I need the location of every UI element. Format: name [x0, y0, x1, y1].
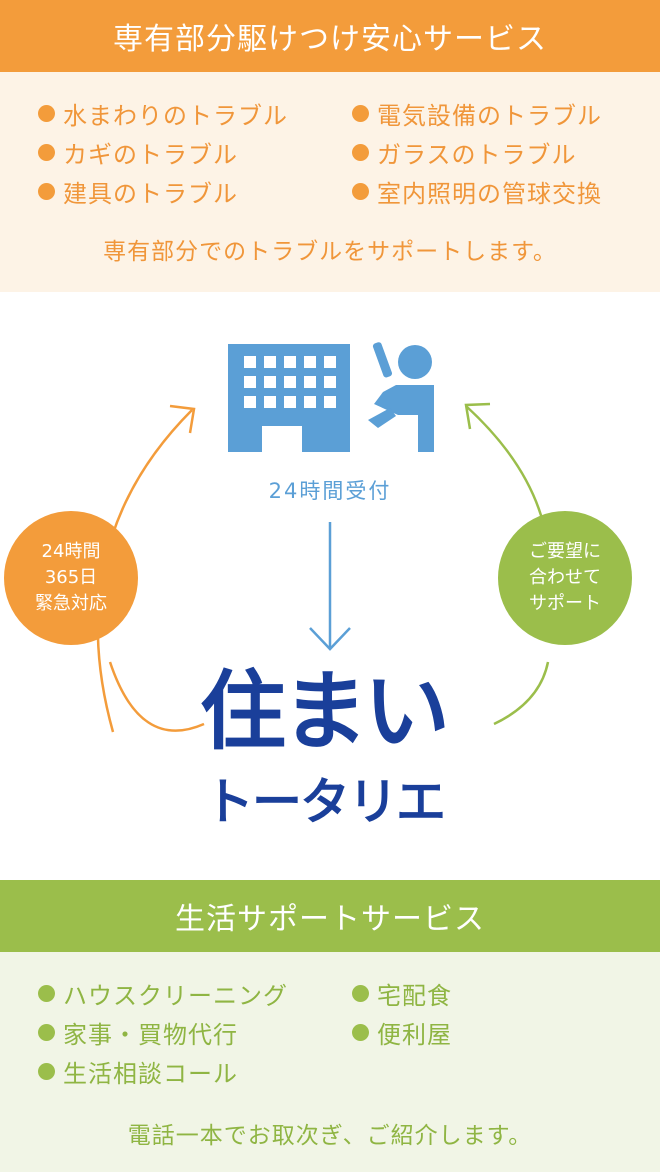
bottom-section-panel: ハウスクリーニング 家事・買物代行 生活相談コール 宅配食 便利屋 電話一本でお… [0, 952, 660, 1172]
list-item: 建具のトラブル [38, 172, 288, 211]
bottom-section-title-band: 生活サポートサービス [0, 880, 660, 952]
bottom-left-list: ハウスクリーニング 家事・買物代行 生活相談コール [38, 974, 288, 1091]
bullet-icon [38, 105, 55, 122]
top-section-title: 専有部分駆けつけ安心サービス [113, 22, 547, 57]
top-right-list: 電気設備のトラブル ガラスのトラブル 室内照明の管球交換 [352, 94, 602, 211]
bullet-icon [38, 183, 55, 200]
bullet-icon [352, 1024, 369, 1041]
top-section-note: 専有部分でのトラブルをサポートします。 [103, 239, 557, 265]
list-item: ハウスクリーニング [38, 974, 288, 1013]
list-item: 電気設備のトラブル [352, 94, 602, 133]
bottom-section-note: 電話一本でお取次ぎ、ご紹介します。 [127, 1123, 533, 1149]
top-section-panel: 水まわりのトラブル カギのトラブル 建具のトラブル 電気設備のトラブル ガラスの… [0, 72, 660, 292]
emergency-circle: 24時間 365日 緊急対応 [4, 511, 138, 645]
top-section-title-band: 専有部分駆けつけ安心サービス [0, 0, 660, 72]
reception-label: 24時間受付 [268, 479, 392, 503]
list-item: カギのトラブル [38, 133, 288, 172]
left-arc-lower [108, 661, 205, 732]
list-item: 宅配食 [352, 974, 452, 1013]
bullet-icon [38, 985, 55, 1002]
bullet-icon [352, 183, 369, 200]
bullet-icon [38, 144, 55, 161]
bullet-icon [352, 144, 369, 161]
bullet-icon [38, 1063, 55, 1080]
bullet-icon [352, 105, 369, 122]
cycle-arrows [96, 342, 551, 733]
list-item: 水まわりのトラブル [38, 94, 288, 133]
bullet-icon [352, 985, 369, 1002]
logo-line2: トータリエ [204, 773, 446, 831]
person-phone-icon [368, 342, 434, 452]
top-left-list: 水まわりのトラブル カギのトラブル 建具のトラブル [38, 94, 288, 211]
left-arrow-head-icon [169, 404, 196, 434]
down-arrow-head-icon [309, 627, 351, 651]
list-item: 便利屋 [352, 1013, 452, 1052]
list-item: ガラスのトラブル [352, 133, 602, 172]
logo-line1: 住まい [200, 662, 450, 762]
right-arrow-head-icon [464, 402, 491, 430]
bottom-right-list: 宅配食 便利屋 [352, 974, 452, 1052]
bottom-section-title: 生活サポートサービス [175, 902, 485, 937]
bullet-icon [38, 1024, 55, 1041]
building-icon [228, 344, 350, 452]
right-arc-lower [493, 661, 550, 726]
list-item: 生活相談コール [38, 1052, 288, 1091]
list-item: 室内照明の管球交換 [352, 172, 602, 211]
support-circle: ご要望に 合わせて サポート [498, 511, 632, 645]
list-item: 家事・買物代行 [38, 1013, 288, 1052]
